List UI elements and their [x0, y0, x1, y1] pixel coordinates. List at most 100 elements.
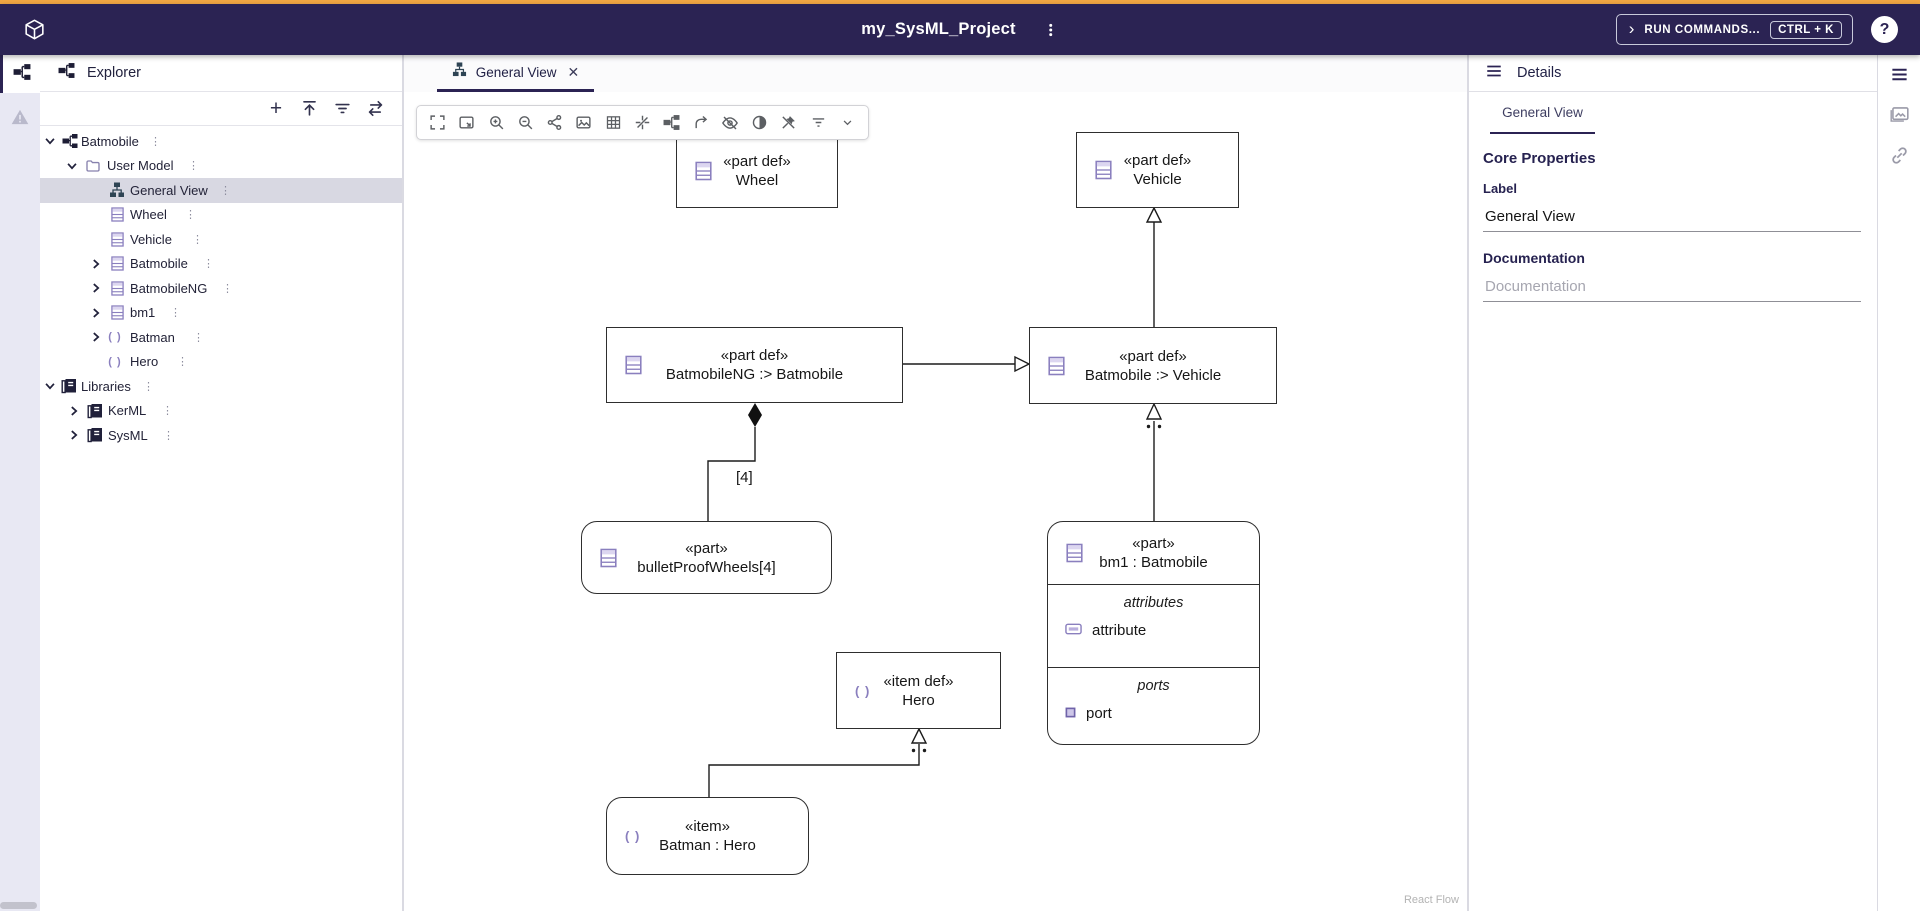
validation-rail-tab[interactable] — [0, 100, 40, 138]
tree-item-batmobile-project[interactable]: Batmobile ⋮ — [40, 129, 402, 154]
tree-item-batman[interactable]: ( ) Batman ⋮ — [40, 325, 402, 350]
project-menu-kebab-icon[interactable] — [1042, 19, 1059, 41]
warning-triangle-icon — [10, 107, 30, 132]
port-item[interactable]: port — [1048, 705, 1259, 722]
diagram-canvas[interactable]: «part def»Wheel «part def» Vehicle «part … — [404, 92, 1467, 911]
attributes-compartment[interactable]: attributes attribute — [1048, 585, 1259, 668]
new-object-button[interactable]: + — [263, 96, 289, 122]
tree-item-batmobileng[interactable]: BatmobileNG ⋮ — [40, 276, 402, 301]
horizontal-scrollbar-thumb[interactable] — [0, 902, 37, 909]
node-part-bm1[interactable]: «part»bm1 : Batmobile attributes attribu… — [1047, 521, 1260, 745]
chevron-down-icon[interactable] — [64, 158, 80, 174]
documentation-input[interactable] — [1483, 276, 1861, 302]
node-stereotype: «part def» — [723, 152, 791, 170]
unpin-icon[interactable] — [776, 110, 802, 136]
chevron-down-icon[interactable] — [42, 133, 58, 149]
synchronize-button[interactable] — [362, 96, 388, 122]
node-stereotype: «item» — [684, 818, 731, 835]
export-image-icon[interactable] — [571, 110, 597, 136]
kebab-menu-icon[interactable]: ⋮ — [163, 429, 174, 442]
node-item-def-hero[interactable]: ( ) «item def»Hero — [836, 652, 1001, 729]
tab-general-view[interactable]: General View ✕ — [437, 55, 594, 92]
item-icon: ( ) — [855, 683, 871, 698]
label-input[interactable] — [1483, 206, 1861, 232]
react-flow-attribution[interactable]: React Flow — [1403, 894, 1459, 906]
chevron-right-icon[interactable] — [88, 329, 104, 345]
reroute-edge-icon[interactable] — [688, 110, 714, 136]
hamburger-menu-icon[interactable] — [1485, 62, 1503, 85]
node-part-bulletproofwheels[interactable]: «part»bulletProofWheels[4] — [581, 521, 832, 594]
tree-item-batmobile-partdef[interactable]: Batmobile ⋮ — [40, 252, 402, 277]
app-logo-cube-icon[interactable] — [22, 17, 47, 42]
node-name: Vehicle — [1133, 171, 1182, 188]
zoom-in-icon[interactable] — [483, 110, 509, 136]
tree-item-hero[interactable]: ( ) Hero ⋮ — [40, 350, 402, 375]
explorer-rail-tab[interactable] — [0, 55, 40, 93]
kebab-menu-icon[interactable]: ⋮ — [143, 380, 154, 393]
close-tab-icon[interactable]: ✕ — [567, 63, 580, 80]
part-def-icon — [108, 304, 126, 322]
kebab-menu-icon[interactable]: ⋮ — [150, 135, 161, 148]
kebab-menu-icon[interactable]: ⋮ — [203, 258, 214, 271]
tree-item-bm1[interactable]: bm1 ⋮ — [40, 301, 402, 326]
fit-view-icon[interactable] — [454, 110, 480, 136]
representations-panel-icon[interactable] — [1889, 104, 1910, 125]
kebab-menu-icon[interactable]: ⋮ — [192, 233, 203, 246]
part-def-icon — [108, 279, 126, 297]
kebab-menu-icon[interactable]: ⋮ — [220, 184, 231, 197]
project-title: my_SysML_Project — [861, 20, 1016, 38]
chevron-right-icon[interactable] — [88, 280, 104, 296]
tree-item-sysml[interactable]: SysML ⋮ — [40, 423, 402, 448]
kebab-menu-icon[interactable]: ⋮ — [193, 331, 204, 344]
node-stereotype: «item def» — [883, 672, 954, 690]
tree-item-general-view[interactable]: General View ⋮ — [40, 178, 402, 203]
tree-item-user-model[interactable]: User Model ⋮ — [40, 154, 402, 179]
tree-item-wheel[interactable]: Wheel ⋮ — [40, 203, 402, 228]
zoom-out-icon[interactable] — [512, 110, 538, 136]
tree-item-kerml[interactable]: KerML ⋮ — [40, 399, 402, 424]
chevron-right-icon[interactable] — [88, 256, 104, 272]
port-icon — [1065, 705, 1076, 722]
hide-elements-icon[interactable] — [717, 110, 743, 136]
representation-tabbar: General View ✕ — [404, 55, 1467, 92]
kebab-menu-icon[interactable]: ⋮ — [162, 405, 173, 418]
fullscreen-icon[interactable] — [425, 110, 451, 136]
kebab-menu-icon[interactable]: ⋮ — [170, 307, 181, 320]
chevron-right-icon[interactable] — [66, 403, 82, 419]
ports-compartment[interactable]: ports port — [1048, 668, 1259, 743]
label-field-label: Label — [1483, 181, 1517, 196]
arrange-layout-icon[interactable] — [659, 110, 685, 136]
grid-icon[interactable] — [600, 110, 626, 136]
kebab-menu-icon[interactable]: ⋮ — [185, 209, 196, 222]
kebab-menu-icon[interactable]: ⋮ — [222, 282, 233, 295]
tree-item-libraries[interactable]: Libraries ⋮ — [40, 374, 402, 399]
node-name: Hero — [902, 691, 935, 709]
node-part-def-wheel[interactable]: «part def»Wheel — [676, 133, 838, 208]
fade-elements-icon[interactable] — [747, 110, 773, 136]
tree-item-vehicle[interactable]: Vehicle ⋮ — [40, 227, 402, 252]
node-part-def-vehicle[interactable]: «part def» Vehicle — [1076, 132, 1239, 208]
expand-toolbar-chevron-icon[interactable] — [834, 110, 860, 136]
node-item-batman[interactable]: ( ) «item»Batman : Hero — [606, 797, 809, 875]
snap-lines-icon[interactable] — [629, 110, 655, 136]
chevron-down-icon[interactable] — [42, 378, 58, 394]
chevron-right-icon[interactable] — [66, 427, 82, 443]
filter-elements-icon[interactable] — [805, 110, 831, 136]
filter-tree-button[interactable] — [329, 96, 355, 122]
kebab-menu-icon[interactable]: ⋮ — [188, 160, 199, 173]
part-def-icon — [1095, 160, 1112, 180]
share-icon[interactable] — [542, 110, 568, 136]
hamburger-menu-icon[interactable] — [1890, 65, 1909, 84]
help-button[interactable]: ? — [1871, 16, 1898, 43]
node-part-def-batmobile[interactable]: «part def»Batmobile :> Vehicle — [1029, 327, 1277, 404]
attribute-item[interactable]: attribute — [1048, 622, 1259, 639]
details-tab-general-view[interactable]: General View — [1490, 104, 1595, 134]
run-commands-button[interactable]: › RUN COMMANDS... CTRL + K — [1615, 14, 1853, 45]
chevron-right-icon[interactable] — [88, 305, 104, 321]
kebab-menu-icon[interactable]: ⋮ — [177, 356, 188, 369]
node-name: bulletProofWheels[4] — [637, 558, 776, 576]
node-stereotype: «part def» — [1123, 152, 1192, 169]
node-part-def-batmobileng[interactable]: «part def»BatmobileNG :> Batmobile — [606, 327, 903, 403]
related-elements-link-icon[interactable] — [1889, 145, 1910, 166]
upload-model-button[interactable] — [296, 96, 322, 122]
